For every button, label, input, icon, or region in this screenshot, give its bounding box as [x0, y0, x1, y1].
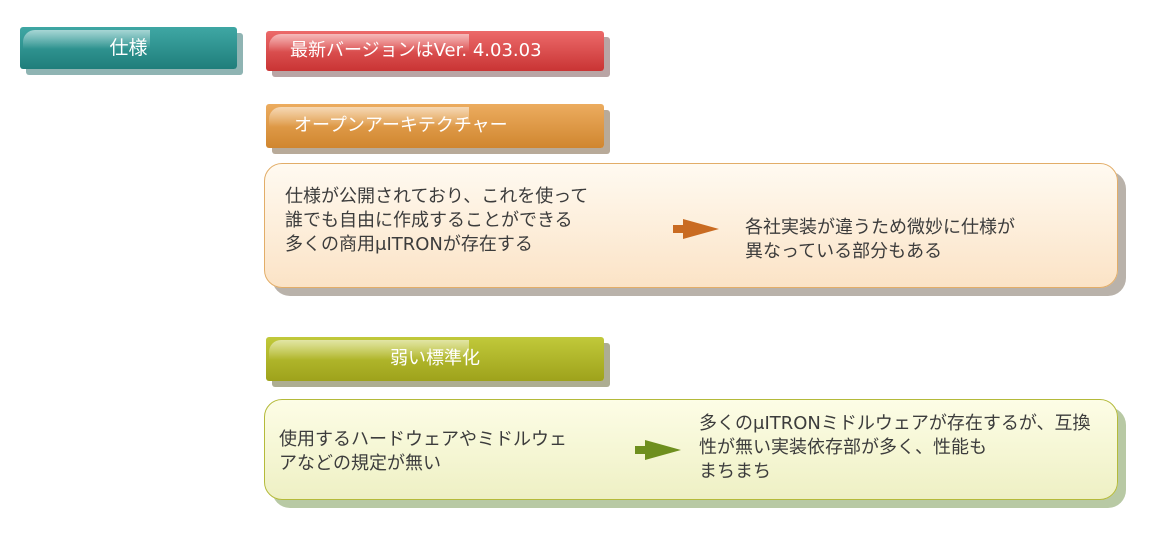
text-line: アなどの規定が無い — [279, 453, 441, 474]
weak-box-left-text: 使用するハードウェアやミドルウェ アなどの規定が無い — [279, 428, 567, 476]
open-architecture-box: 仕様が公開されており、これを使って 誰でも自由に作成することができる 多くの商用… — [264, 163, 1118, 288]
weak-box-right-text: 多くのμITRONミドルウェアが存在するが、互換 性が無い実装依存部が多く、性能… — [699, 412, 1091, 484]
tab-spec-label: 仕様 — [109, 36, 148, 59]
arrow-right-icon — [673, 219, 719, 239]
text-line: 各社実装が違うため微妙に仕様が — [745, 217, 1015, 238]
tab-open-architecture-label: オープンアーキテクチャー — [294, 115, 508, 136]
tab-spec: 仕様 — [20, 27, 237, 69]
text-line: 誰でも自由に作成することができる — [285, 210, 573, 231]
tab-version-label: 最新バージョンはVer. 4.03.03 — [290, 40, 542, 61]
text-line: 多くの商用μITRONが存在する — [285, 234, 533, 255]
text-line: 異なっている部分もある — [745, 241, 943, 262]
weak-standard-box: 使用するハードウェアやミドルウェ アなどの規定が無い 多くのμITRONミドルウ… — [264, 399, 1118, 500]
arrow-right-icon — [635, 440, 681, 460]
tab-version: 最新バージョンはVer. 4.03.03 — [266, 31, 604, 71]
text-line: 使用するハードウェアやミドルウェ — [279, 429, 567, 450]
tab-open-architecture: オープンアーキテクチャー — [266, 104, 604, 148]
text-line: 多くのμITRONミドルウェアが存在するが、互換 — [699, 413, 1091, 434]
text-line: 仕様が公開されており、これを使って — [285, 186, 589, 207]
tab-weak-standard: 弱い標準化 — [266, 337, 604, 381]
tab-weak-standard-label: 弱い標準化 — [390, 348, 480, 369]
open-box-left-text: 仕様が公開されており、これを使って 誰でも自由に作成することができる 多くの商用… — [285, 185, 588, 257]
open-box-right-text: 各社実装が違うため微妙に仕様が 異なっている部分もある — [745, 216, 1015, 264]
text-line: まちまち — [699, 461, 771, 482]
text-line: 性が無い実装依存部が多く、性能も — [699, 437, 987, 458]
